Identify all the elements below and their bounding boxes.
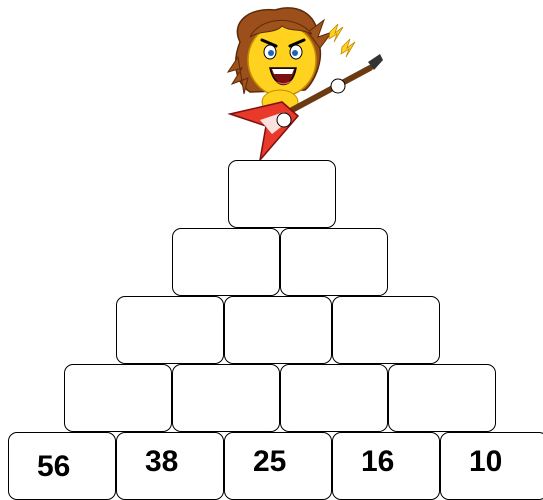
pyramid-brick-r1-c1[interactable] [280,228,388,296]
pyramid-brick-r1-c0[interactable] [172,228,280,296]
pyramid-brick-r3-c2[interactable] [280,364,388,432]
pyramid-brick-r2-c0[interactable] [116,296,224,364]
brick-value: 38 [145,445,178,479]
pyramid-brick-r3-c3[interactable] [388,364,496,432]
brick-value: 10 [469,445,502,479]
brick-value: 56 [37,450,70,484]
pyramid-brick-r4-c2: 25 [224,432,332,500]
pyramid-brick-r3-c1[interactable] [172,364,280,432]
pyramid-brick-r4-c4: 10 [440,432,543,500]
brick-value: 25 [253,445,286,479]
pyramid-brick-r4-c0: 56 [8,432,116,500]
pyramid-brick-r2-c1[interactable] [224,296,332,364]
pyramid-brick-r4-c1: 38 [116,432,224,500]
pyramid-brick-r0-c0[interactable] [228,160,336,228]
pyramid-brick-r3-c0[interactable] [64,364,172,432]
pyramid-brick-r4-c3: 16 [332,432,440,500]
brick-value: 16 [361,445,394,479]
pyramid-brick-r2-c2[interactable] [332,296,440,364]
